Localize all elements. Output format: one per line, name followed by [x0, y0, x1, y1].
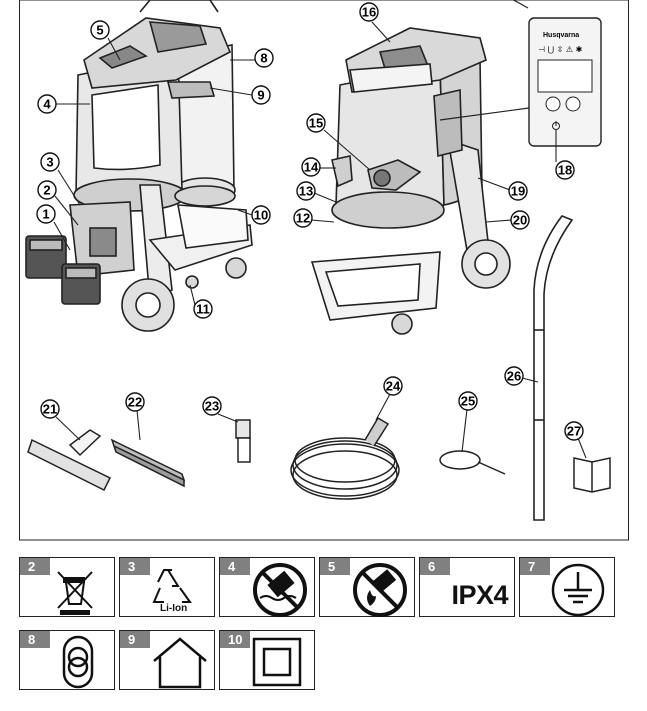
operator-manual [573, 457, 611, 493]
tile-number: 10 [220, 631, 250, 648]
callout-11: 11 [193, 299, 213, 319]
callout-number: 21 [43, 402, 57, 417]
tile-number: 5 [320, 558, 350, 575]
tile-number: 7 [520, 558, 550, 575]
ipx4-icon: IPX4 [451, 580, 508, 610]
earth-ground-icon [551, 563, 605, 617]
callout-16: 16 [359, 2, 379, 22]
no-water-icon [253, 563, 307, 617]
symbol-tile-ipx4: 6 IPX4 [419, 557, 515, 617]
control-panel-inset: Husqvarna ⊣ ⋃ ⇳ ⚠ ✱ [439, 0, 602, 147]
callout-number: 24 [386, 379, 401, 394]
tile-number: 6 [420, 558, 450, 575]
callout-22: 22 [125, 392, 145, 412]
callout-4: 4 [37, 94, 57, 114]
callout-number: 11 [196, 302, 210, 317]
callout-number: 9 [257, 88, 264, 103]
safety-transformer-icon [62, 635, 94, 689]
callout-number: 10 [254, 208, 268, 223]
callout-15: 15 [306, 113, 326, 133]
callout-19: 19 [508, 181, 528, 201]
callout-number: 1 [42, 207, 49, 222]
tile-number: 4 [220, 558, 250, 575]
indoor-use-icon [153, 637, 207, 689]
tile-number: 9 [120, 631, 150, 648]
callout-number: 15 [309, 116, 323, 131]
symbol-tile-indoor-use: 9 [119, 630, 215, 690]
callout-number: 14 [304, 160, 319, 175]
callout-number: 19 [511, 184, 525, 199]
callout-9: 9 [251, 85, 271, 105]
extension-tube [533, 215, 574, 521]
tile-number: 8 [20, 631, 50, 648]
callout-8: 8 [254, 48, 274, 68]
svg-text:⊣ ⋃ ⇳ ⚠ ✱: ⊣ ⋃ ⇳ ⚠ ✱ [538, 45, 583, 54]
callout-number: 25 [461, 394, 475, 409]
symbol-tile-weee: 2 [19, 557, 115, 617]
recycle-icon [152, 569, 192, 603]
callout-number: 27 [567, 424, 581, 439]
callout-2: 2 [37, 180, 57, 200]
symbols-row-2: 8 9 10 [19, 630, 315, 690]
panel-brand-label: Husqvarna [543, 32, 579, 39]
callout-number: 22 [128, 395, 142, 410]
callout-1: 1 [36, 204, 56, 224]
callout-number: 20 [513, 213, 527, 228]
vacuum-front-view [25, 0, 253, 332]
li-ion-label: Li-Ion [160, 603, 188, 614]
callout-3: 3 [40, 152, 60, 172]
callout-21: 21 [40, 399, 60, 419]
callout-13: 13 [296, 181, 316, 201]
double-insulation-icon [252, 637, 302, 687]
callout-number: 2 [43, 183, 50, 198]
callout-number: 13 [299, 184, 313, 199]
callout-number: 18 [558, 163, 572, 178]
tile-number: 2 [20, 558, 50, 575]
callout-18: 18 [555, 160, 575, 180]
callout-23: 23 [202, 396, 222, 416]
symbol-tile-no-water: 4 [219, 557, 315, 617]
suction-hose [290, 416, 400, 500]
callout-27: 27 [564, 421, 584, 441]
callout-number: 16 [362, 5, 376, 20]
symbol-tile-recycle: 3 Li-Ion [119, 557, 215, 617]
callout-25: 25 [458, 391, 478, 411]
symbol-tile-earth: 7 [519, 557, 615, 617]
crossed-bin-icon [57, 571, 93, 615]
symbol-tile-double-insulation: 10 [219, 630, 315, 690]
floor-nozzle [27, 429, 112, 492]
callout-24: 24 [383, 376, 403, 396]
hose-adapter [235, 419, 251, 463]
callout-number: 26 [507, 369, 521, 384]
diagram-frame [19, 0, 629, 541]
callout-5: 5 [90, 20, 110, 40]
callout-12: 12 [293, 208, 313, 228]
rubber-strips [110, 438, 186, 488]
vacuum-rear-view [310, 27, 511, 335]
leader-lines [53, 21, 587, 459]
symbols-row-1: 2 3 Li-Ion 4 [19, 557, 615, 617]
tile-number: 3 [120, 558, 150, 575]
symbol-tile-no-flammable: 5 [319, 557, 415, 617]
callout-20: 20 [510, 210, 530, 230]
callout-number: 3 [46, 155, 53, 170]
callout-14: 14 [301, 157, 321, 177]
callout-10: 10 [251, 205, 271, 225]
no-flammable-icon [353, 563, 407, 617]
cable-tie [439, 450, 506, 475]
callout-number: 8 [260, 51, 267, 66]
callout-number: 23 [205, 399, 219, 414]
callout-number: 4 [43, 97, 51, 112]
callout-number: 12 [296, 211, 310, 226]
symbol-tile-safety-transformer: 8 [19, 630, 115, 690]
callout-number: 5 [96, 23, 103, 38]
callout-26: 26 [504, 366, 524, 386]
